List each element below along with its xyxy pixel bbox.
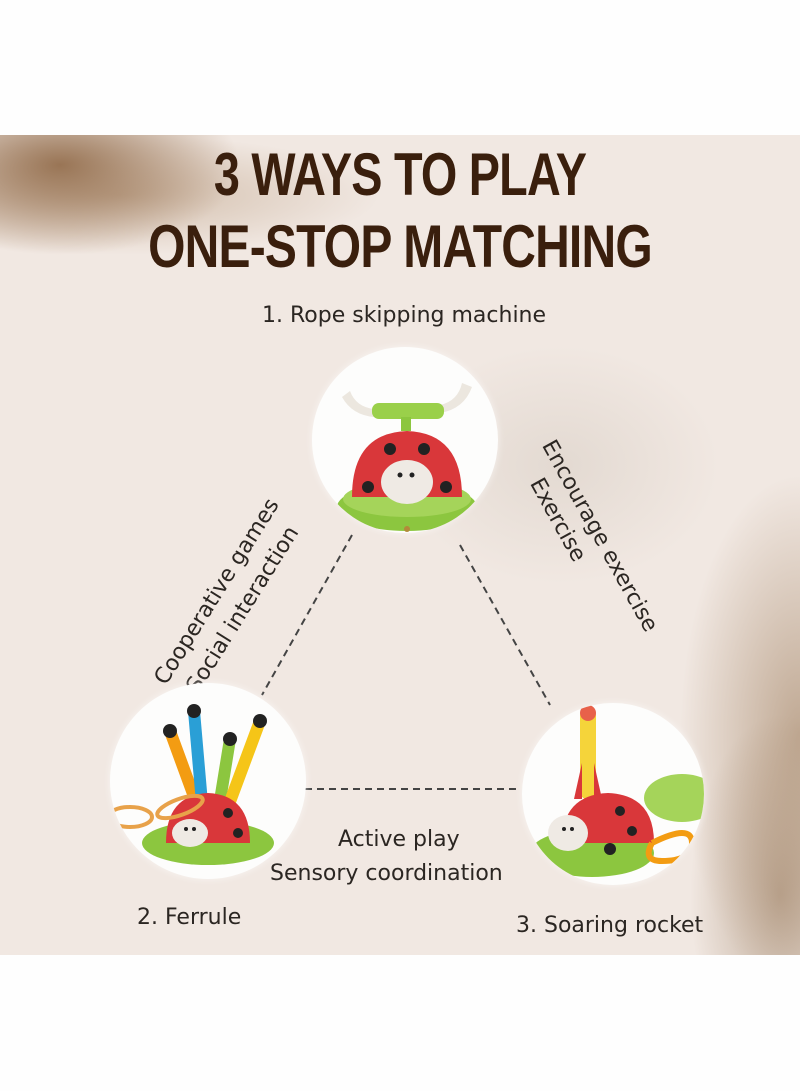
- mode-label-rope-skipping: 1. Rope skipping machine: [262, 303, 547, 328]
- mode-label-ferrule: 2. Ferrule: [137, 905, 242, 930]
- infographic-panel: 3 WAYS TO PLAY ONE-STOP MATCHING 1. Rope…: [0, 135, 800, 955]
- ladybug-rope-skipper-icon: [337, 383, 477, 532]
- mode-label-soaring-rocket: 3. Soaring rocket: [516, 913, 704, 938]
- mode-image-soaring-rocket: [522, 703, 704, 885]
- title-line-2: ONE-STOP MATCHING: [148, 213, 653, 280]
- mode-image-rope-skipping: [312, 347, 498, 533]
- benefit-bottom-line-1: Active play: [338, 827, 460, 852]
- ladybug-rocket-launcher-icon: [530, 705, 704, 877]
- dashed-triangle-connectors: [261, 534, 551, 790]
- title-line-1: 3 WAYS TO PLAY: [213, 141, 587, 208]
- benefit-bottom-line-2: Sensory coordination: [270, 861, 503, 886]
- mode-image-ferrule: [110, 683, 306, 879]
- ladybug-ring-toss-icon: [110, 704, 274, 865]
